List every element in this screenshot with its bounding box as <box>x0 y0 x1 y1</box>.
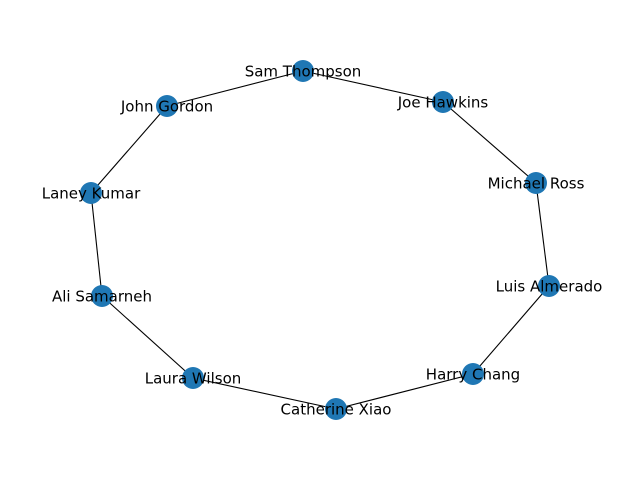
node-luis <box>538 275 560 297</box>
node-label-laney: Laney Kumar <box>42 185 141 203</box>
node-laura <box>182 367 204 389</box>
edge-luis-harry <box>472 285 550 375</box>
node-ali <box>91 285 113 307</box>
edge-michael-luis <box>535 182 550 287</box>
node-harry <box>462 363 484 385</box>
node-catherine <box>325 398 347 420</box>
edge-joe-michael <box>442 101 537 184</box>
node-label-ali: Ali Samarneh <box>52 288 152 306</box>
node-label-harry: Harry Chang <box>426 366 520 384</box>
node-michael <box>525 172 547 194</box>
edge-john-sam <box>166 70 304 107</box>
edge-harry-catherine <box>335 373 474 410</box>
edge-ali-laney <box>90 192 103 297</box>
node-laney <box>80 182 102 204</box>
graph-nodes <box>80 60 560 420</box>
node-joe <box>432 91 454 113</box>
edge-laney-john <box>90 105 168 194</box>
node-sam <box>292 60 314 82</box>
node-label-laura: Laura Wilson <box>145 370 242 388</box>
graph-edges <box>90 70 550 410</box>
node-label-luis: Luis Almerado <box>496 278 603 296</box>
edge-catherine-laura <box>192 377 337 410</box>
node-john <box>156 95 178 117</box>
edge-sam-joe <box>302 70 444 103</box>
node-label-catherine: Catherine Xiao <box>281 401 392 419</box>
node-label-joe: Joe Hawkins <box>397 94 489 112</box>
node-label-john: John Gordon <box>120 98 213 116</box>
node-label-michael: Michael Ross <box>488 175 585 193</box>
edge-laura-ali <box>101 295 194 379</box>
node-label-sam: Sam Thompson <box>245 63 362 81</box>
